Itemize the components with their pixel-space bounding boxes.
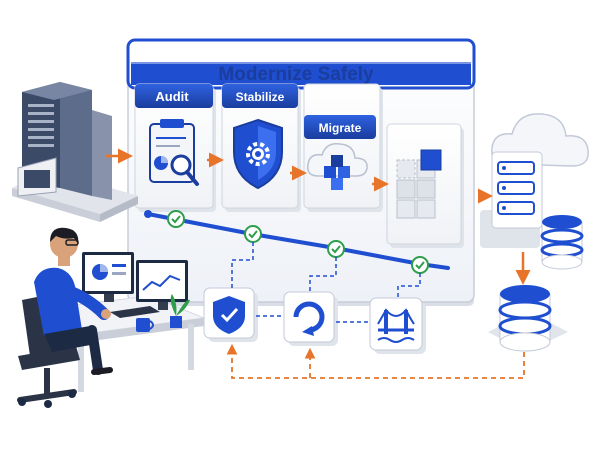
stage-flow-arrows (207, 152, 389, 192)
check-icon (167, 210, 185, 228)
check-icon (327, 240, 345, 258)
safeguard-tile (283, 291, 338, 346)
panel-title: Modernize Safely (218, 64, 374, 85)
shield-check-icon (213, 296, 245, 334)
stage-label: Audit (155, 89, 189, 104)
bridge-icon (377, 308, 415, 343)
database-icon (488, 285, 568, 352)
check-icon (244, 225, 262, 243)
database-icon (540, 215, 584, 270)
monitor-icon (136, 260, 188, 310)
monitor-icon (82, 252, 134, 302)
clipboard-magnifier-icon (149, 119, 199, 186)
coffee-mug-icon (136, 318, 154, 332)
cube-stack-icon (396, 149, 442, 219)
cloud-cubes-icon (306, 142, 368, 190)
check-icon (411, 256, 429, 274)
plant-icon (170, 294, 190, 328)
shield-gear-icon (233, 118, 283, 190)
refresh-icon (293, 301, 325, 336)
stage-label: Stabilize (236, 90, 285, 104)
safeguard-tile (369, 297, 426, 354)
legacy-server-icon (12, 82, 138, 222)
person-figure (17, 227, 113, 408)
keyboard (110, 306, 160, 318)
feedback-loop (226, 343, 525, 379)
server-rack-icon (480, 151, 543, 248)
stage-label: Migrate (319, 121, 362, 135)
safeguard-links (231, 242, 421, 323)
